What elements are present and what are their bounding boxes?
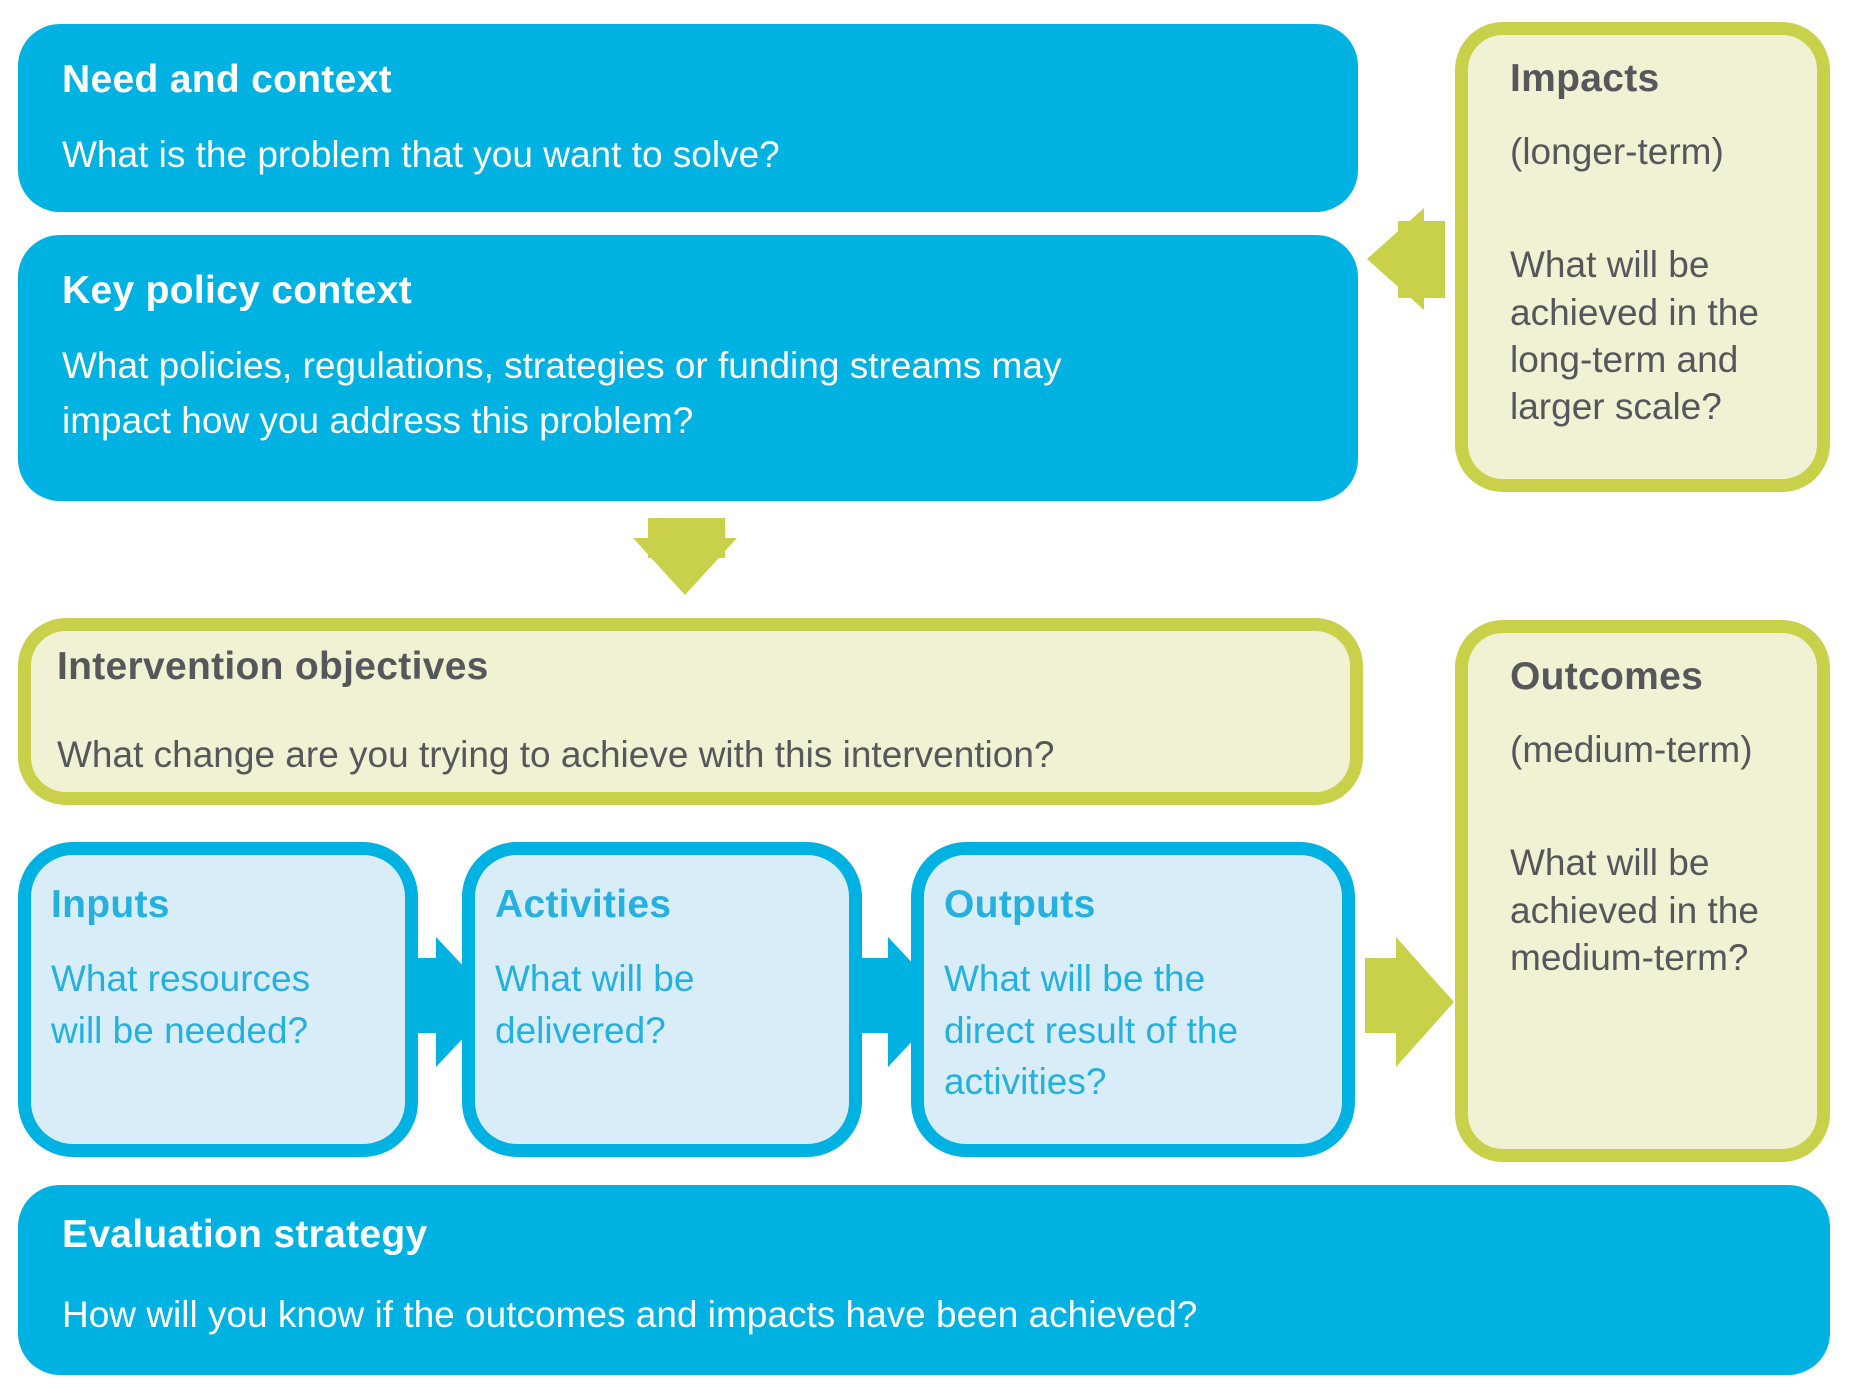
outcomes-title: Outcomes (1510, 655, 1704, 698)
outputs-body: What will be the direct result of the ac… (944, 957, 1239, 1103)
inputs-box: Inputs What resources will be needed? (18, 842, 418, 1157)
intervention-objectives-box: Intervention objectives What change are … (18, 618, 1363, 805)
impacts-box: Impacts (longer-term) What will be achie… (1455, 22, 1830, 492)
outcomes-subtitle: (medium-term) (1510, 728, 1753, 770)
need-and-context-body: What is the problem that you want to sol… (62, 133, 780, 175)
intervention-objectives-title: Intervention objectives (57, 645, 489, 688)
impacts-subtitle: (longer-term) (1510, 130, 1724, 172)
evaluation-strategy-title: Evaluation strategy (62, 1213, 428, 1256)
key-policy-context-body: What policies, regulations, strategies o… (62, 344, 1062, 441)
key-policy-context-title: Key policy context (62, 269, 413, 312)
inputs-body: What resources will be needed? (51, 957, 311, 1051)
outputs-box: Outputs What will be the direct result o… (911, 842, 1355, 1157)
right-arrow-outputs-outcomes-icon (1365, 937, 1454, 1067)
outcomes-body: What will be achieved in the medium-term… (1510, 842, 1759, 978)
impacts-body: What will be achieved in the long-term a… (1510, 244, 1759, 428)
activities-title: Activities (495, 883, 672, 926)
outcomes-box: Outcomes (medium-term) What will be achi… (1455, 620, 1830, 1162)
intervention-objectives-body: What change are you trying to achieve wi… (57, 733, 1055, 775)
impacts-title: Impacts (1510, 57, 1660, 100)
outputs-title: Outputs (944, 883, 1096, 926)
inputs-title: Inputs (51, 883, 170, 926)
activities-body: What will be delivered? (495, 957, 695, 1051)
key-policy-context-box: Key policy context What policies, regula… (18, 235, 1358, 501)
evaluation-strategy-body: How will you know if the outcomes and im… (62, 1293, 1198, 1335)
activities-box: Activities What will be delivered? (462, 842, 862, 1157)
evaluation-strategy-box: Evaluation strategy How will you know if… (18, 1185, 1830, 1375)
need-and-context-box: Need and context What is the problem tha… (18, 24, 1358, 212)
need-and-context-title: Need and context (62, 58, 392, 101)
left-arrow-icon (1367, 208, 1445, 310)
down-arrow-icon (633, 518, 737, 595)
